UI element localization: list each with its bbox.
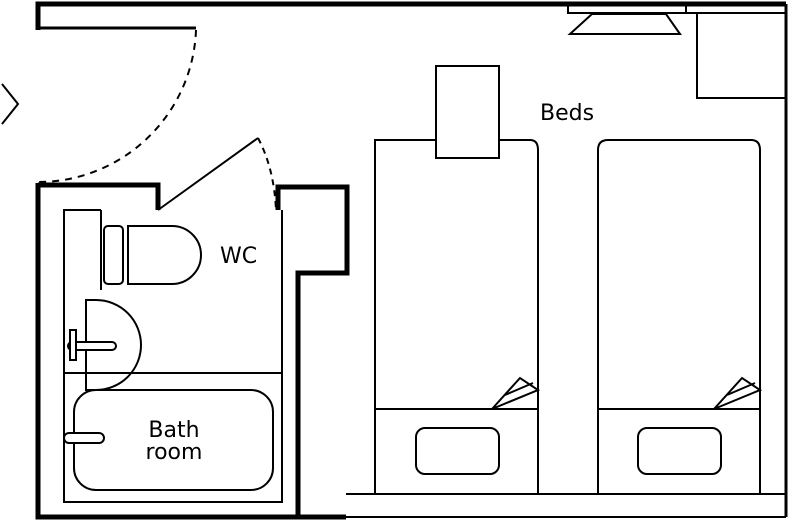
- bathroom-label-line2: room: [146, 440, 203, 465]
- bathroom-partition-wall: [38, 182, 161, 210]
- bathtub: [63, 389, 274, 491]
- bed-right-frame: [597, 139, 761, 494]
- wc-door-swing: [257, 137, 277, 211]
- bed-left-pillow: [415, 427, 500, 475]
- bathroom-label-line1: Bath: [148, 418, 199, 443]
- sink-tap-stem: [69, 329, 77, 361]
- bathroom-inner-outline: [63, 209, 283, 503]
- wc-right-wall: [275, 184, 350, 517]
- tv-monitor: [567, 3, 687, 35]
- wc-label: WC: [220, 244, 257, 269]
- sink-basin: [85, 299, 142, 391]
- bed-right-pillow: [637, 427, 722, 475]
- top-wall: [35, 1, 786, 30]
- tv-stand: [567, 13, 682, 35]
- left-wall: [35, 183, 346, 520]
- wardrobe: [696, 13, 786, 99]
- nightstand: [435, 65, 500, 159]
- toilet-tank: [103, 225, 124, 285]
- bed-right-blanket-fold: [713, 376, 763, 410]
- entrance-door-swing: [37, 29, 197, 183]
- bed-left-fold-crease: [504, 382, 534, 396]
- bed-left: [374, 139, 541, 494]
- sink-tap: [67, 341, 117, 351]
- outer-walls: [35, 1, 786, 520]
- beds-label: Beds: [540, 101, 594, 126]
- toilet: [103, 225, 202, 285]
- bed-right: [597, 139, 763, 494]
- bed-left-frame: [374, 139, 539, 494]
- bed-right-fold-crease: [726, 382, 756, 396]
- bathtub-tap: [63, 432, 105, 444]
- bed-left-blanket-fold: [491, 376, 541, 410]
- wc-door-leaf: [157, 137, 259, 211]
- sink: [67, 299, 142, 391]
- toilet-bowl: [127, 225, 202, 285]
- entrance-arrow-icon: [1, 83, 20, 125]
